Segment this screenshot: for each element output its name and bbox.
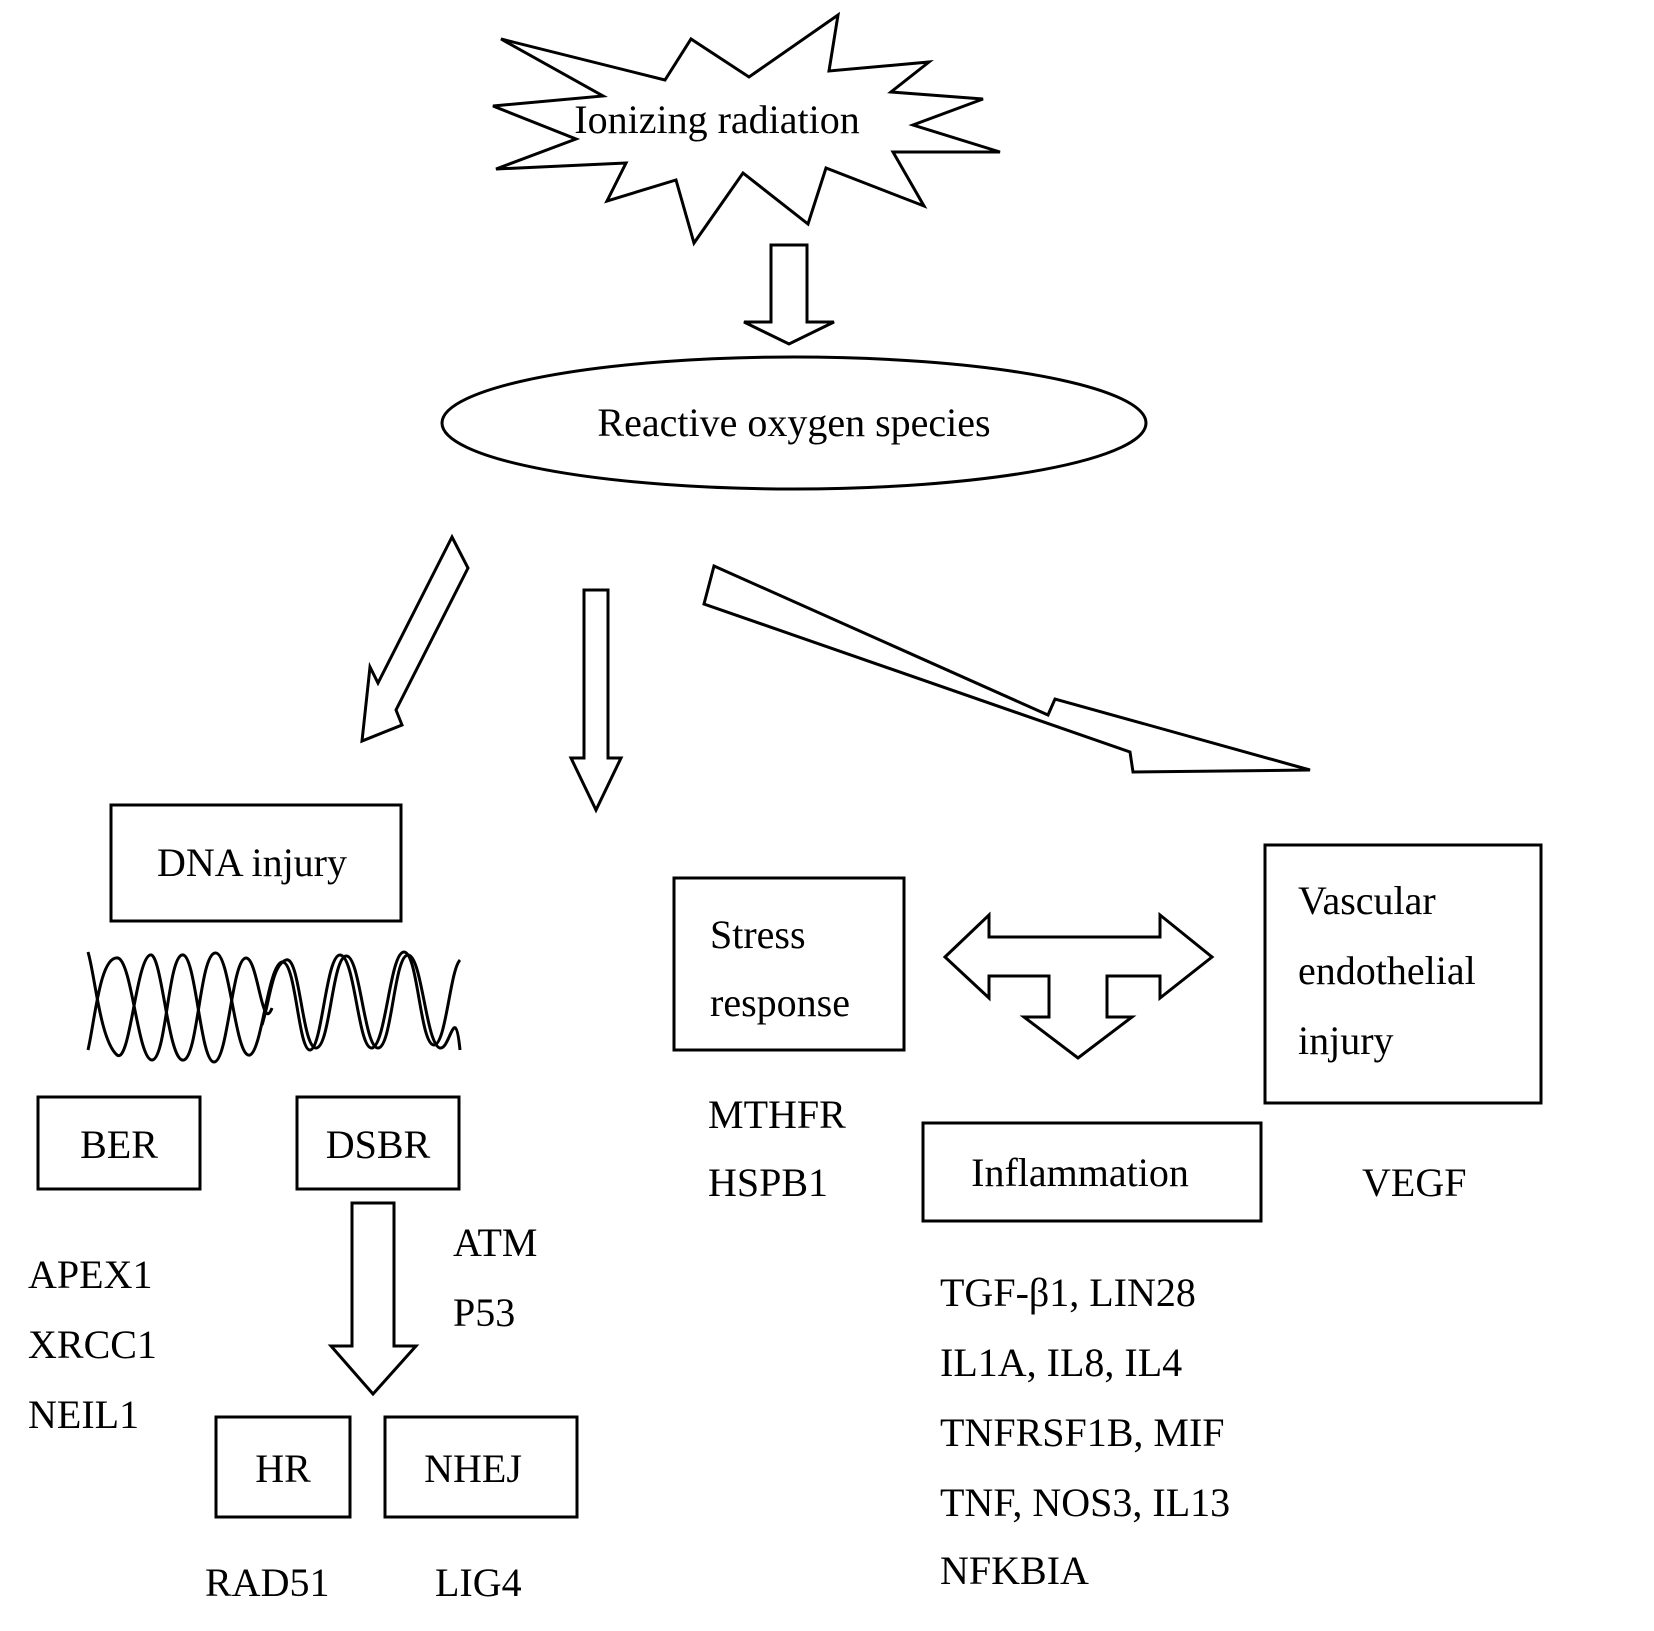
gene-line: TNF, NOS3, IL13 (940, 1480, 1230, 1525)
arrow-ros-to-dna-injury (360, 533, 470, 744)
arrow-ros-to-stress-response (568, 588, 624, 814)
ellipse-shape (440, 355, 1148, 491)
dsbr-label: DSBR (326, 1122, 431, 1167)
ber-label: BER (80, 1122, 158, 1167)
dsbr-box (295, 1095, 461, 1191)
gene-label: ATM (453, 1220, 537, 1265)
gene-label: APEX1 (28, 1252, 152, 1297)
nhej-box (383, 1415, 579, 1519)
gene-line: TGF-β1, LIN28 (940, 1270, 1196, 1315)
gene-label: P53 (453, 1290, 515, 1335)
gene-line: TNFRSF1B, MIF (940, 1410, 1225, 1455)
reactive-oxygen-species-node: Reactive oxygen species (440, 355, 1148, 491)
gene-label: NEIL1 (28, 1392, 139, 1437)
nhej-node: NHEJ (383, 1415, 579, 1519)
arrow-radiation-to-ros (743, 243, 835, 346)
ionizing-radiation-node: Ionizing radiation (492, 11, 1001, 247)
vascular-label-line-2: endothelial (1298, 948, 1476, 993)
hr-label: HR (255, 1446, 311, 1491)
stress-response-gene-list: MTHFR HSPB1 (708, 1092, 846, 1205)
nhej-gene-label: LIG4 (435, 1560, 522, 1605)
gene-label: XRCC1 (28, 1322, 157, 1367)
reactive-oxygen-species-label: Reactive oxygen species (597, 400, 990, 445)
vascular-endothelial-injury-box (1263, 843, 1543, 1105)
gene-line: IL1A, IL8, IL4 (940, 1340, 1182, 1385)
gene-label: MTHFR (708, 1092, 846, 1137)
vascular-label-line-1: Vascular (1298, 878, 1436, 923)
stress-response-label-line-1: Stress (710, 912, 806, 957)
dsbr-node: DSBR (295, 1095, 461, 1191)
stress-response-node: Stress response (672, 876, 906, 1052)
inflammation-node: Inflammation (921, 1121, 1263, 1223)
vascular-endothelial-injury-node: Vascular endothelial injury (1263, 843, 1543, 1105)
dna-injury-label: DNA injury (157, 840, 347, 885)
gene-label: HSPB1 (708, 1160, 828, 1205)
ber-gene-list: APEX1 XRCC1 NEIL1 (28, 1252, 157, 1437)
vascular-gene-label: VEGF (1362, 1160, 1466, 1205)
starburst-shape (492, 11, 1001, 247)
nhej-label: NHEJ (424, 1446, 522, 1491)
dsbr-gene-list: ATM P53 (453, 1220, 537, 1335)
stress-response-label-line-2: response (710, 980, 850, 1025)
hr-box (214, 1415, 352, 1519)
vascular-label-line-3: injury (1298, 1018, 1394, 1063)
hr-node: HR (214, 1415, 352, 1519)
arrow-ros-to-vascular-injury (702, 563, 1311, 774)
inflammation-label: Inflammation (971, 1150, 1189, 1195)
ber-node: BER (36, 1095, 202, 1191)
gene-line: NFKBIA (940, 1548, 1089, 1593)
ionizing-radiation-label: Ionizing radiation (574, 97, 859, 142)
inflammation-box (921, 1121, 1263, 1223)
three-way-arrow-stress-vascular-inflammation (942, 911, 1215, 1060)
hr-gene-label: RAD51 (205, 1560, 329, 1605)
dna-injury-node: DNA injury (109, 803, 403, 923)
dna-double-helix-icon (86, 950, 462, 1064)
arrow-dsbr-to-hr-nhej (327, 1201, 420, 1397)
ber-box (36, 1095, 202, 1191)
helix-strand-2 (86, 953, 462, 1064)
stress-response-box (672, 876, 906, 1052)
dna-injury-box (109, 803, 403, 923)
inflammation-gene-list: TGF-β1, LIN28 IL1A, IL8, IL4 TNFRSF1B, M… (940, 1270, 1230, 1593)
